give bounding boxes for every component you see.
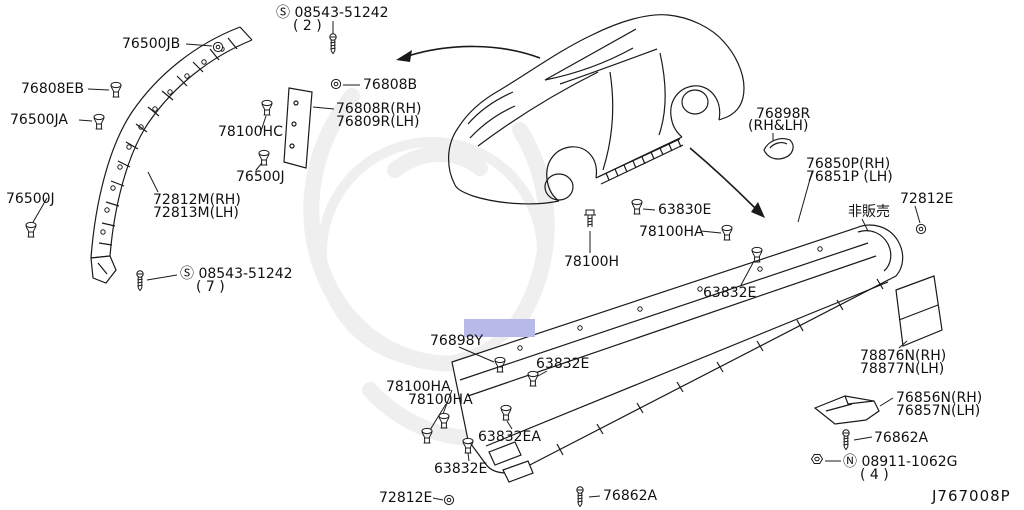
diagram-code: J767008P bbox=[932, 487, 1011, 505]
fender-arch-molding bbox=[90, 26, 253, 284]
part-label-76500j-left: 76500J bbox=[6, 191, 55, 207]
part-label-78100h: 78100H bbox=[564, 254, 620, 270]
part-label-78100ha-mid: 78100HA bbox=[386, 379, 451, 395]
pillar-garnish bbox=[283, 87, 313, 169]
part-label-76862a-right: 76862A bbox=[874, 430, 929, 446]
part-label-76808eb: 76808EB bbox=[21, 81, 84, 97]
part-label-72812e-right: 72812E bbox=[900, 191, 954, 207]
part-label-76808b: 76808B bbox=[363, 77, 418, 93]
part-label-76856n-rh: 76856N(RH) bbox=[896, 390, 983, 406]
part-label-63830e: 63830E bbox=[658, 202, 712, 218]
pointer-arrows bbox=[396, 45, 765, 218]
part-label-76850p-rh: 76850P(RH) bbox=[806, 156, 891, 172]
part-label-72813m-lh: 72813M(LH) bbox=[153, 205, 239, 221]
screw-icon bbox=[842, 429, 850, 450]
part-label-78876n-rh: 78876N(RH) bbox=[860, 348, 947, 364]
screw-icon bbox=[329, 33, 337, 54]
car-illustration bbox=[448, 14, 745, 205]
part-label-63832e-c: 63832E bbox=[434, 461, 488, 477]
part-label-76851p-lh: 76851P (LH) bbox=[806, 169, 893, 185]
part-label-08543-51242-bottom: Ⓢ 08543-51242 bbox=[180, 266, 293, 282]
part-label-76809r-lh: 76809R(LH) bbox=[336, 114, 420, 130]
grommet-icon bbox=[915, 223, 927, 235]
part-label-78100ha-low: 78100HA bbox=[408, 392, 473, 408]
part-label-76898y: 76898Y bbox=[430, 333, 484, 349]
part-label-63832ea: 63832EA bbox=[478, 429, 541, 445]
part-label-72812m-rh: 72812M(RH) bbox=[153, 192, 241, 208]
part-label-76898r-rhlh: (RH&LH) bbox=[748, 118, 809, 134]
screw-icon bbox=[136, 270, 144, 291]
part-label-72812e-bottom: 72812E bbox=[379, 490, 433, 506]
clip-icon bbox=[25, 221, 37, 238]
part-label-76500j-upper: 76500J bbox=[236, 169, 285, 185]
part-label-76500ja: 76500JA bbox=[10, 112, 68, 128]
mounting-bracket bbox=[813, 395, 880, 425]
part-label-78100hc: 78100HC bbox=[218, 124, 283, 140]
clip-icon bbox=[631, 198, 643, 215]
screw-icon bbox=[576, 486, 584, 507]
leader-lines bbox=[31, 21, 921, 501]
part-label-08911-qty-4: ( 4 ) bbox=[860, 467, 889, 483]
part-label-08543-51242-top: Ⓢ 08543-51242 bbox=[276, 5, 389, 21]
clip-icon bbox=[110, 81, 122, 98]
grommet-icon bbox=[212, 41, 224, 53]
part-label-63832e-b: 63832E bbox=[536, 356, 590, 372]
grommet-icon bbox=[443, 494, 455, 506]
clip-icon bbox=[93, 113, 105, 130]
part-label-08543-qty-2: ( 2 ) bbox=[293, 18, 322, 34]
part-label-76862a-bottom: 76862A bbox=[603, 488, 658, 504]
part-label-76808r-rh: 76808R(RH) bbox=[336, 101, 422, 117]
part-label-08543-qty-7: ( 7 ) bbox=[196, 279, 225, 295]
part-label-76857n-lh: 76857N(LH) bbox=[896, 403, 981, 419]
clip-icon bbox=[721, 224, 733, 241]
part-label-63832e-a: 63832E bbox=[703, 285, 757, 301]
part-label-08911-1062g: Ⓝ 08911-1062G bbox=[843, 454, 958, 470]
part-label-78100ha-top: 78100HA bbox=[639, 224, 704, 240]
clip-icon bbox=[258, 149, 270, 166]
nut-icon bbox=[811, 454, 823, 464]
part-label-76898r: 76898R bbox=[756, 106, 811, 122]
bolt-icon bbox=[583, 209, 597, 228]
side-pad bbox=[895, 275, 943, 347]
part-label-not-for-sale: 非販売 bbox=[848, 204, 890, 220]
watermark bbox=[303, 88, 555, 446]
grommet-icon bbox=[330, 78, 342, 90]
mudguard-piece bbox=[763, 138, 794, 160]
part-label-76500jb: 76500JB bbox=[122, 36, 181, 52]
part-label-78877n-lh: 78877N(LH) bbox=[860, 361, 945, 377]
part-highlight bbox=[464, 319, 535, 337]
clip-icon bbox=[261, 99, 273, 116]
sill-molding-assembly bbox=[451, 224, 904, 483]
